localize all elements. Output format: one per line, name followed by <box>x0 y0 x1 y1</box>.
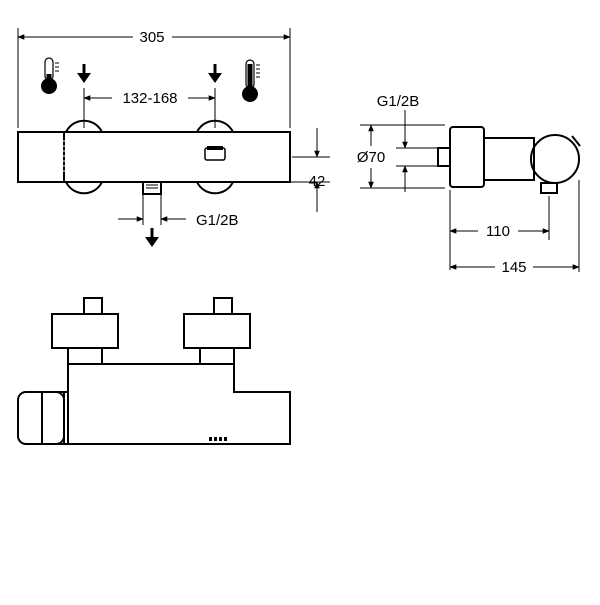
spacing-dimension: 132-168 <box>83 88 216 128</box>
thermometer-cold-icon <box>41 57 59 94</box>
cold-inlet-eccentric <box>65 119 103 133</box>
side-body <box>483 137 535 181</box>
side-view: G1/2B Ø70 110 <box>357 93 581 276</box>
rear-view <box>17 297 291 445</box>
outlet-thread-dimension: G1/2B <box>118 194 239 247</box>
thermometer-hot-icon <box>242 59 260 102</box>
height-dimension: 42 <box>290 128 330 212</box>
side-thread-dimension: G1/2B <box>360 93 445 192</box>
rear-cold-eccentric <box>51 313 119 349</box>
brand-logo <box>204 146 226 161</box>
diameter-label: Ø70 <box>357 149 385 166</box>
arrow-down-icon-hot <box>208 64 222 83</box>
outlet-nipple <box>142 181 162 195</box>
diameter-dimension: Ø70 <box>357 124 445 189</box>
side-wall-nipple <box>437 147 451 167</box>
rear-body <box>41 363 291 445</box>
arrow-down-icon-outlet <box>145 228 159 247</box>
rear-cold-sleeve <box>67 347 103 365</box>
overall-width-dimension: 305 <box>17 28 291 128</box>
depth-inner-label: 110 <box>486 223 510 240</box>
mixer-body <box>17 131 291 183</box>
outlet-thread-label: G1/2B <box>196 212 239 229</box>
side-handle-lever <box>571 135 581 147</box>
arrow-down-icon-cold <box>77 64 91 83</box>
rear-hot-sleeve <box>199 347 235 365</box>
depth-total-dimension: 145 <box>449 180 580 276</box>
rear-hot-nipple <box>213 297 233 315</box>
side-eccentric-flange <box>449 126 485 188</box>
side-thread-label: G1/2B <box>377 93 420 110</box>
spacing-label: 132-168 <box>122 90 177 107</box>
rear-hot-eccentric <box>183 313 251 349</box>
side-handle-disc <box>530 134 580 184</box>
rear-cold-nipple <box>83 297 103 315</box>
side-outlet-nipple <box>540 182 558 194</box>
height-label: 42 <box>309 173 326 190</box>
depth-inner-dimension: 110 <box>449 190 550 270</box>
front-view: 305 <box>17 28 330 247</box>
depth-total-label: 145 <box>501 259 526 276</box>
overall-width-label: 305 <box>139 29 164 46</box>
hot-inlet-eccentric <box>196 119 234 133</box>
rear-bottom-slots <box>209 437 227 441</box>
